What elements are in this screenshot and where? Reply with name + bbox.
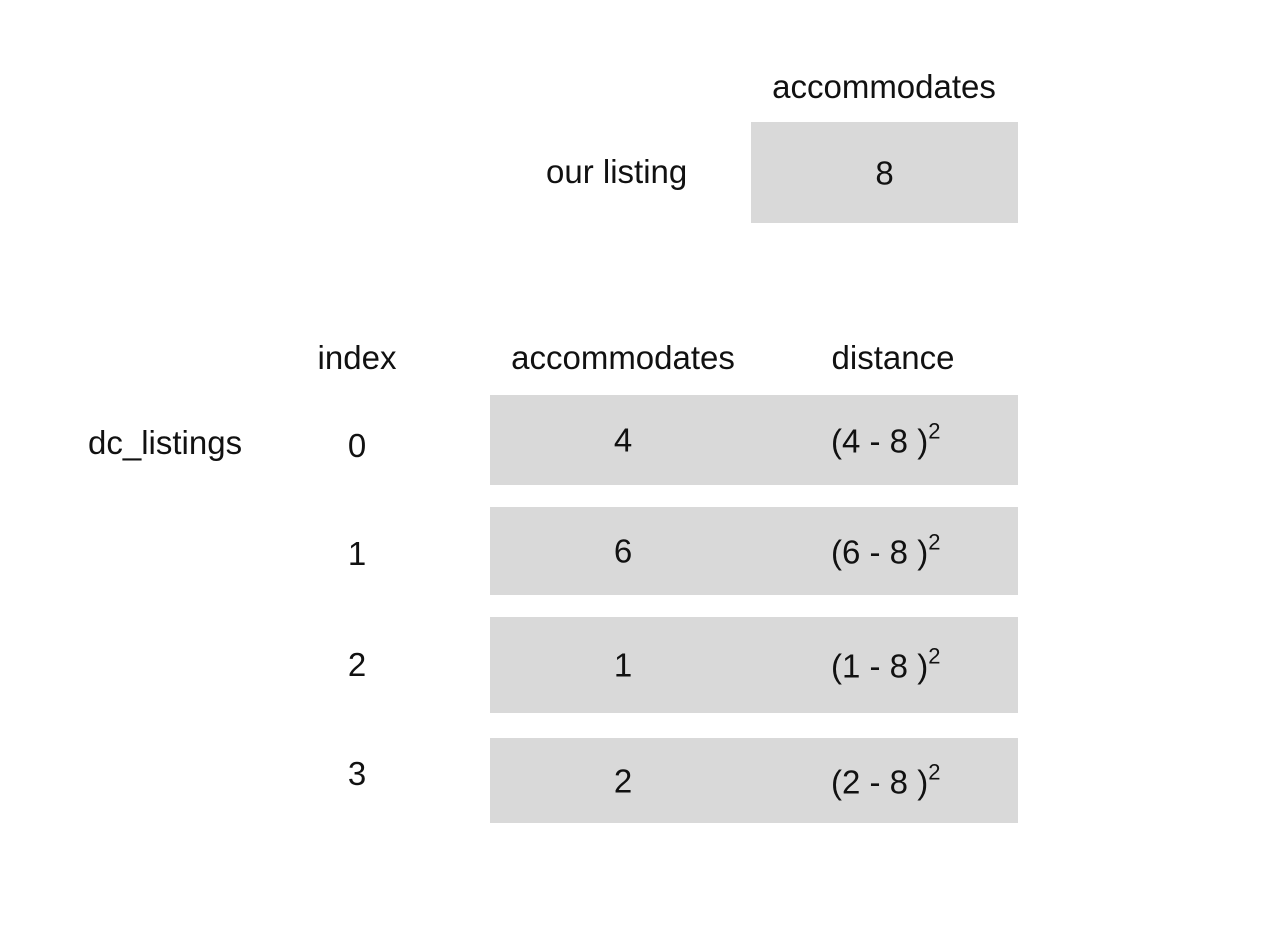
row-accommodates: 2 <box>613 762 633 799</box>
table-row: 2 (2 - 8 )2 <box>490 738 1018 823</box>
dc-listings-label: dc_listings <box>88 424 243 461</box>
distance-header: distance <box>831 339 955 376</box>
distance-exponent: 2 <box>928 643 941 669</box>
distance-base: (1 - 8 ) <box>831 647 929 685</box>
distance-exponent: 2 <box>928 759 941 784</box>
row-distance-formula: (1 - 8 )2 <box>831 645 940 685</box>
our-listing-label: our listing <box>546 153 688 190</box>
row-index: 1 <box>347 535 367 572</box>
row-index: 0 <box>347 427 367 464</box>
distance-exponent: 2 <box>928 418 941 444</box>
table-row: 1 (1 - 8 )2 <box>490 617 1018 713</box>
table-row: 6 (6 - 8 )2 <box>490 507 1018 595</box>
our-listing-value-cell: 8 <box>751 122 1018 223</box>
row-distance-formula: (6 - 8 )2 <box>831 531 940 571</box>
our-listing-value: 8 <box>875 154 894 191</box>
row-accommodates: 4 <box>613 421 633 459</box>
table-row: 4 (4 - 8 )2 <box>490 395 1018 485</box>
distance-base: (2 - 8 ) <box>831 763 929 800</box>
row-accommodates: 1 <box>613 646 633 684</box>
row-index: 2 <box>347 646 367 683</box>
row-accommodates: 6 <box>613 532 633 570</box>
distance-exponent: 2 <box>928 529 941 555</box>
our-listing-accommodates-header: accommodates <box>772 68 996 105</box>
distance-base: (4 - 8 ) <box>831 422 929 460</box>
row-distance-formula: (2 - 8 )2 <box>831 761 940 800</box>
distance-base: (6 - 8 ) <box>831 533 929 571</box>
row-distance-formula: (4 - 8 )2 <box>831 420 940 460</box>
accommodates-header: accommodates <box>511 339 735 376</box>
index-header: index <box>317 339 397 376</box>
row-index: 3 <box>347 755 367 792</box>
